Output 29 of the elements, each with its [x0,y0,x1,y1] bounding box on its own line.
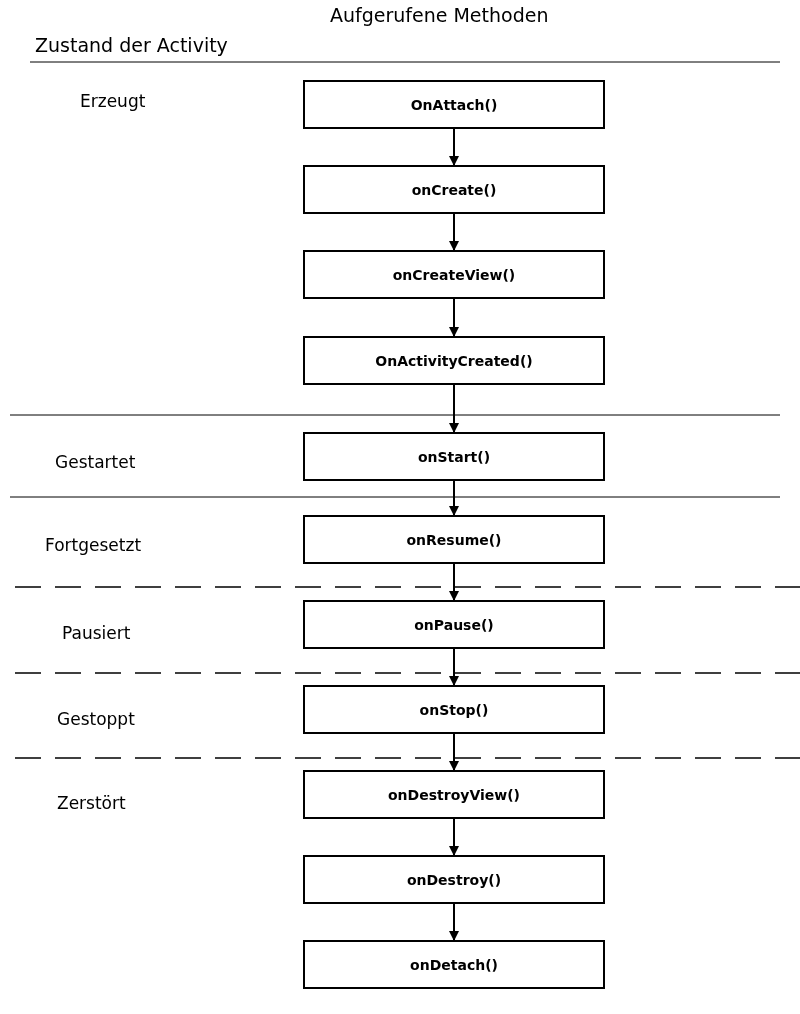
arrow [449,128,459,166]
arrow [449,733,459,771]
state-label: Gestoppt [57,709,135,729]
column-heading: Zustand der Activity [35,34,228,56]
state-label: Fortgesetzt [45,535,142,555]
method-box: onCreateView() [303,250,605,299]
method-box: onDestroy() [303,855,605,904]
method-box: onStop() [303,685,605,734]
method-box: OnAttach() [303,80,605,129]
arrow [449,213,459,251]
method-box: onCreate() [303,165,605,214]
arrow [449,384,459,433]
state-label: Zerstört [57,793,126,813]
state-label: Gestartet [55,452,136,472]
method-box: onDetach() [303,940,605,989]
method-box: onStart() [303,432,605,481]
method-box: onDestroyView() [303,770,605,819]
arrow [449,563,459,601]
arrow [449,818,459,856]
arrow [449,903,459,941]
state-label: Pausiert [62,623,131,643]
arrow [449,480,459,516]
method-box: onPause() [303,600,605,649]
column-heading: Aufgerufene Methoden [330,4,549,26]
method-box: onResume() [303,515,605,564]
method-box: OnActivityCreated() [303,336,605,385]
arrow [449,298,459,337]
state-label: Erzeugt [80,91,146,111]
arrow [449,648,459,686]
